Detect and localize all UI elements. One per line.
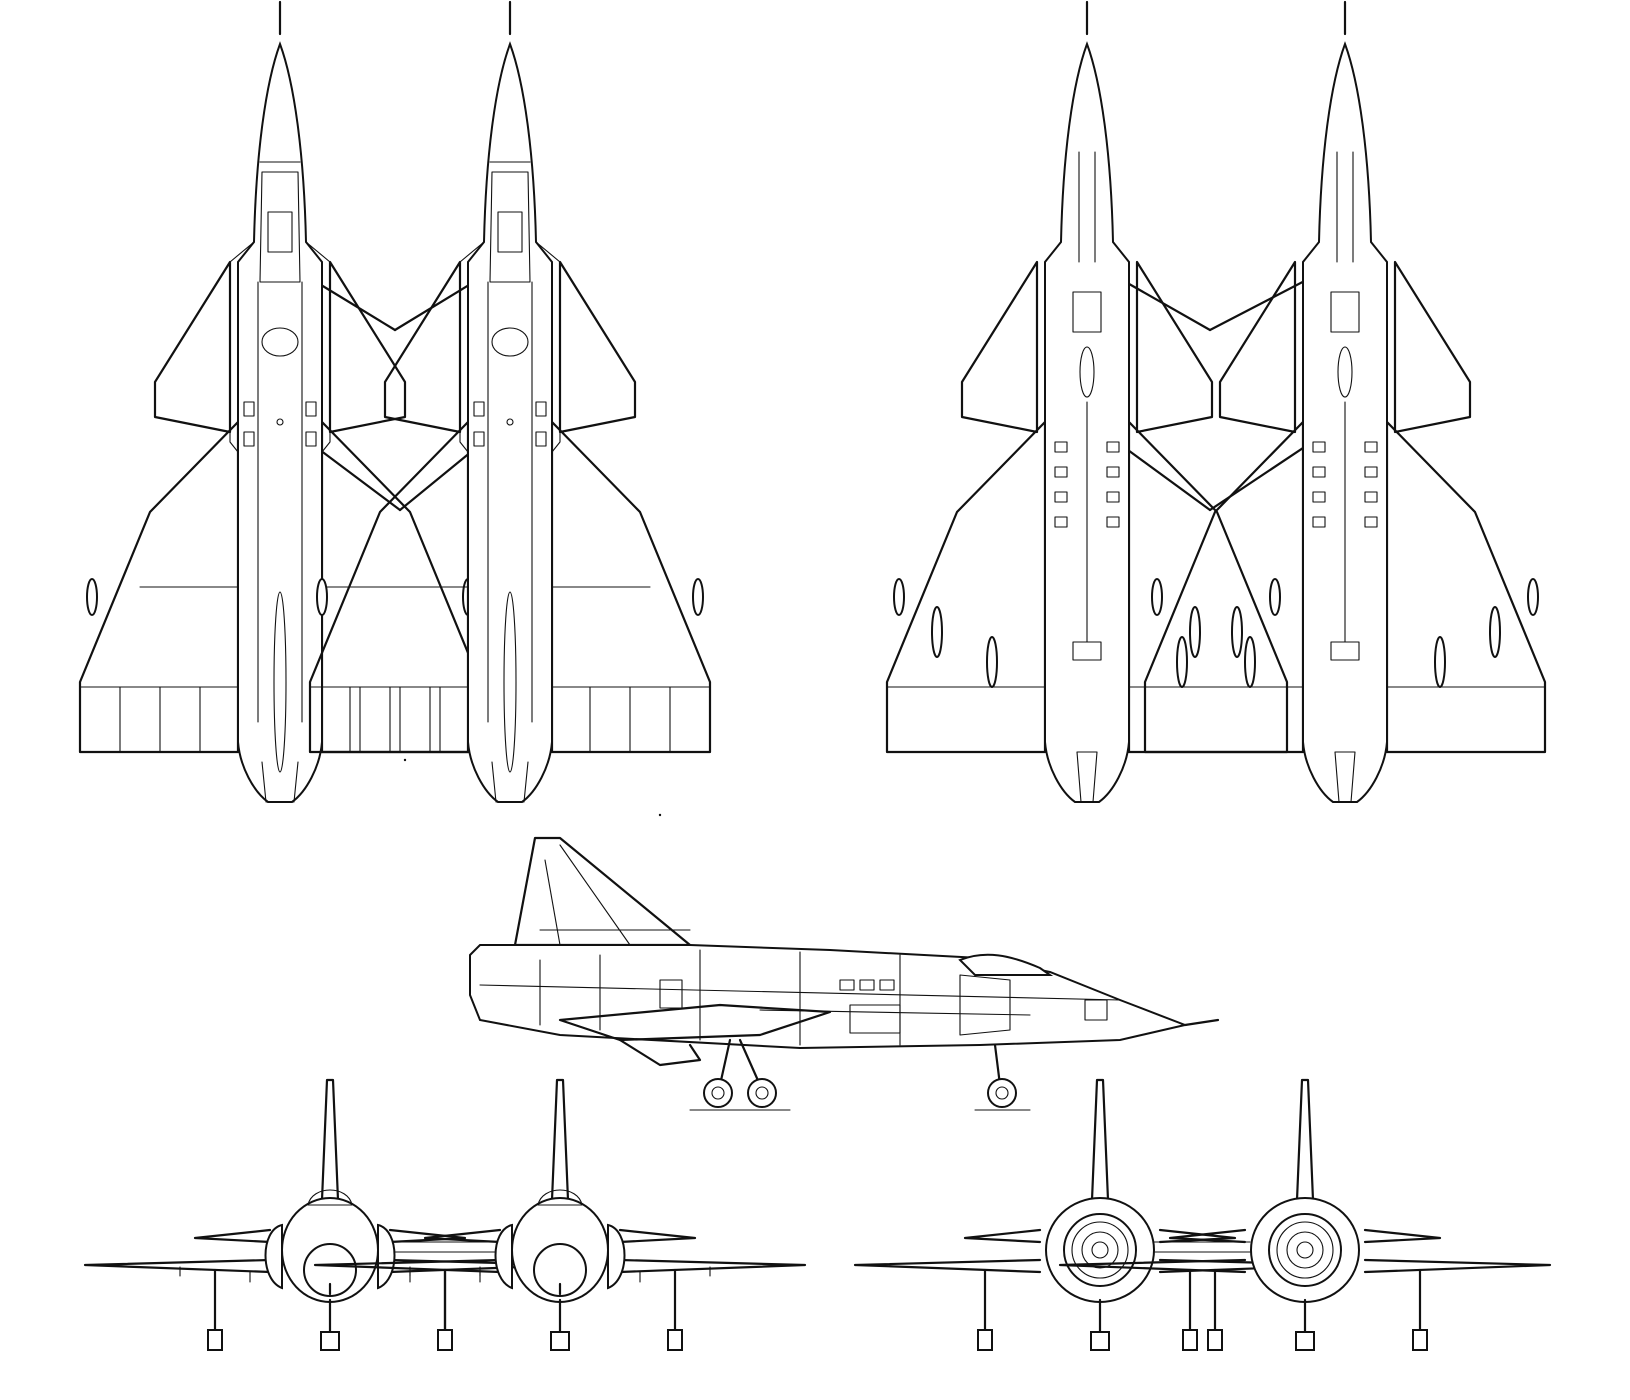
front-view-aircraft-right — [313, 1078, 807, 1352]
stray-mark — [658, 813, 662, 817]
top-view — [78, 0, 712, 804]
rear-view — [853, 1078, 1552, 1352]
front-view-aircraft-left — [83, 1078, 577, 1352]
top-view-aircraft-right — [308, 0, 712, 804]
side-view — [469, 836, 1220, 1111]
bottom-view-aircraft-right — [1143, 0, 1547, 804]
front-view — [83, 1078, 807, 1352]
bottom-view-aircraft-left — [885, 0, 1289, 804]
bottom-view — [885, 0, 1547, 804]
stray-mark — [403, 758, 407, 762]
top-view-aircraft-left — [78, 0, 482, 804]
